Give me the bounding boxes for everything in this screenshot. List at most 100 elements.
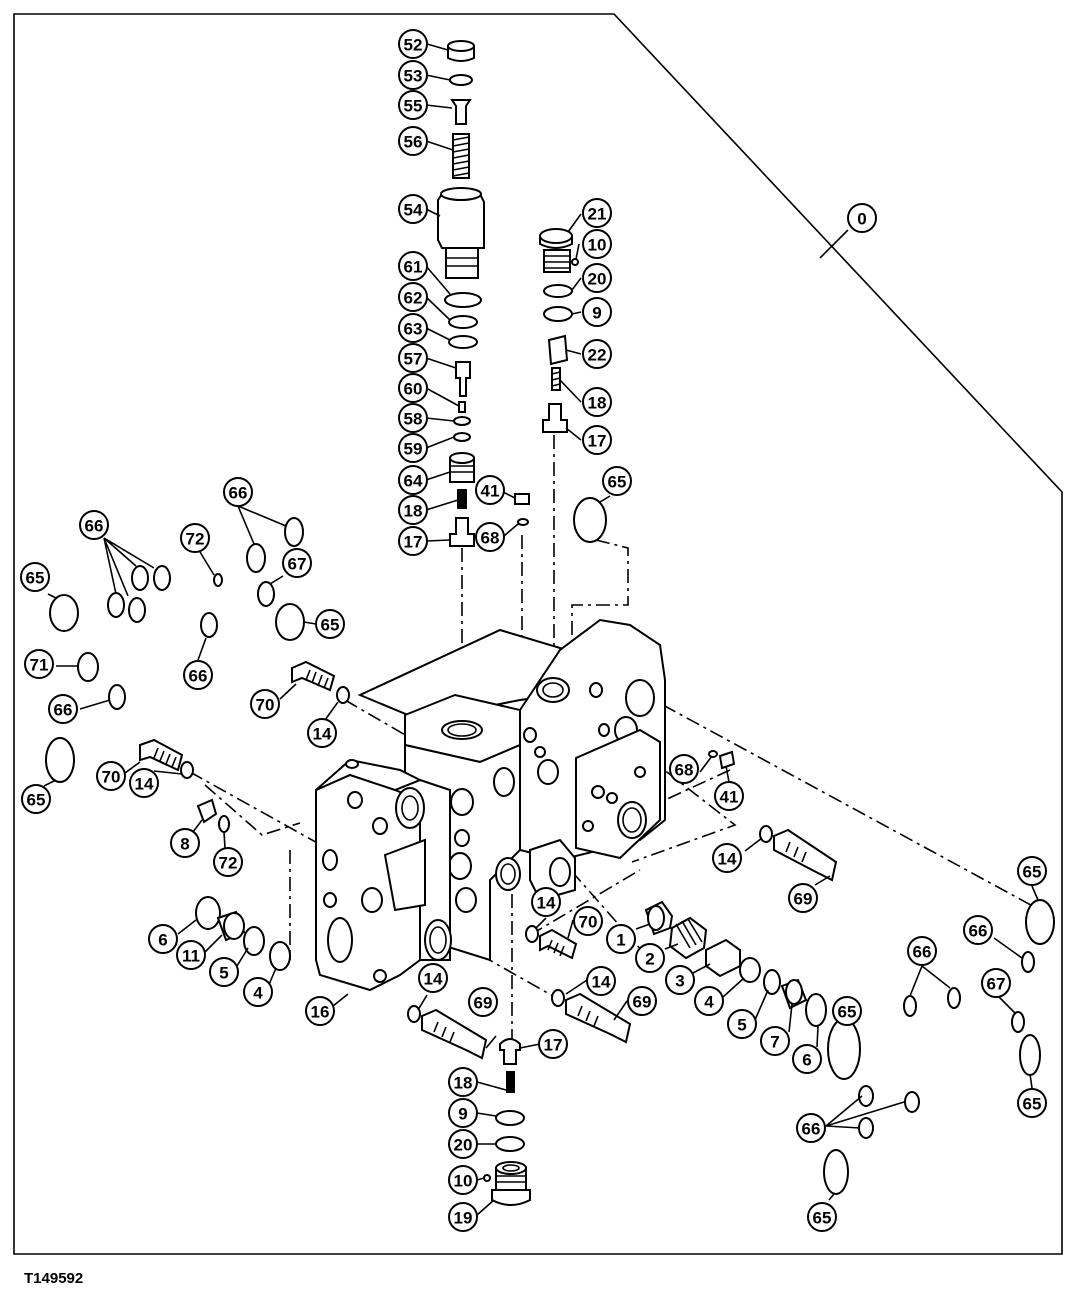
callout-circle: [531, 887, 561, 917]
callout: 55: [398, 90, 428, 120]
piston-17-bottom: [499, 1038, 521, 1065]
callout: 69: [627, 986, 657, 1016]
callout-number: 16: [311, 1003, 330, 1022]
callout-number: 65: [838, 1003, 857, 1022]
callout-circle: [475, 475, 505, 505]
callout-circle: [694, 986, 724, 1016]
callout-circle: [807, 1202, 837, 1232]
relief-valve-stack: [437, 40, 485, 547]
callout-circle: [582, 297, 612, 327]
callout-circle: [582, 339, 612, 369]
callout: 41: [714, 781, 744, 811]
callout-circle: [398, 251, 428, 281]
callout-circle: [448, 1098, 478, 1128]
callout-circle: [176, 940, 206, 970]
callout-number: 66: [913, 943, 932, 962]
callout-circle: [398, 29, 428, 59]
callout-circle: [398, 373, 428, 403]
callout-circle: [398, 90, 428, 120]
callout: 60: [398, 373, 428, 403]
callout: 20: [448, 1129, 478, 1159]
callout-number: 21: [588, 205, 607, 224]
callout-number: 2: [645, 950, 654, 969]
callout-circle: [96, 761, 126, 791]
callout-number: 65: [1023, 863, 1042, 882]
block-22: [547, 334, 569, 366]
callout: 66: [183, 660, 213, 690]
callout-number: 18: [588, 394, 607, 413]
callout-number: 72: [219, 854, 238, 873]
callout: 68: [475, 522, 505, 552]
callout: 4: [243, 977, 273, 1007]
callout: 14: [307, 718, 337, 748]
callout: 63: [398, 313, 428, 343]
callout: 66: [79, 510, 109, 540]
callout-circle: [538, 1029, 568, 1059]
callout-circle: [1017, 1088, 1047, 1118]
callout-circle: [468, 987, 498, 1017]
callout-number: 57: [404, 350, 423, 369]
callout-circle: [963, 915, 993, 945]
bolt-70-front: [539, 928, 578, 960]
callout-number: 17: [544, 1036, 563, 1055]
callout: 5: [727, 1009, 757, 1039]
callout-number: 66: [189, 667, 208, 686]
callout-number: 20: [454, 1136, 473, 1155]
callout-circle: [307, 718, 337, 748]
callout-circle: [635, 943, 665, 973]
callout-number: 14: [718, 850, 737, 869]
callout: 66: [963, 915, 993, 945]
callout: 65: [807, 1202, 837, 1232]
callout: 69: [788, 883, 818, 913]
callout-number: 66: [85, 517, 104, 536]
callout: 72: [213, 847, 243, 877]
callout-circle: [209, 957, 239, 987]
callout-number: 7: [770, 1033, 779, 1052]
callout: 71: [24, 649, 54, 679]
callout-circle: [602, 466, 632, 496]
callout-circle: [448, 1165, 478, 1195]
callout: 66: [48, 694, 78, 724]
callout-number: 0: [857, 210, 866, 229]
callout-number: 53: [404, 67, 423, 86]
callout: 11: [176, 940, 206, 970]
callout-number: 64: [404, 472, 423, 491]
callout-circle: [448, 1202, 478, 1232]
piston-17-top: [449, 517, 475, 547]
callout-circle: [832, 996, 862, 1026]
loose-seals-right: [823, 899, 1055, 1195]
callout-circle: [21, 784, 51, 814]
callout-circle: [627, 986, 657, 1016]
callout-number: 5: [219, 964, 228, 983]
callout-circle: [213, 847, 243, 877]
callout: 65: [602, 466, 632, 496]
callout: 70: [573, 906, 603, 936]
callout-number: 66: [802, 1120, 821, 1139]
callout: 4: [694, 986, 724, 1016]
callout-circle: [398, 465, 428, 495]
o-ring-61: [444, 292, 482, 308]
callout-number: 54: [404, 201, 423, 220]
callout-number: 14: [313, 725, 332, 744]
pin-60: [458, 401, 466, 413]
callout-circle: [582, 229, 612, 259]
callout: 54: [398, 194, 428, 224]
callout-circle: [582, 198, 612, 228]
callout-number: 6: [158, 931, 167, 950]
callout: 69: [468, 987, 498, 1017]
piston-17-right: [542, 403, 568, 433]
spring-2: [668, 916, 708, 960]
callout-circle: [398, 343, 428, 373]
callout-circle: [586, 966, 616, 996]
callout-circle: [398, 495, 428, 525]
bolt-69-lower: [421, 1008, 488, 1060]
callout-circle: [183, 660, 213, 690]
callout: 14: [531, 887, 561, 917]
callout-number: 17: [404, 533, 423, 552]
callout: 52: [398, 29, 428, 59]
callout: 70: [96, 761, 126, 791]
plug-19: [491, 1161, 531, 1206]
callout: 7: [760, 1026, 790, 1056]
seat-64: [449, 452, 475, 483]
